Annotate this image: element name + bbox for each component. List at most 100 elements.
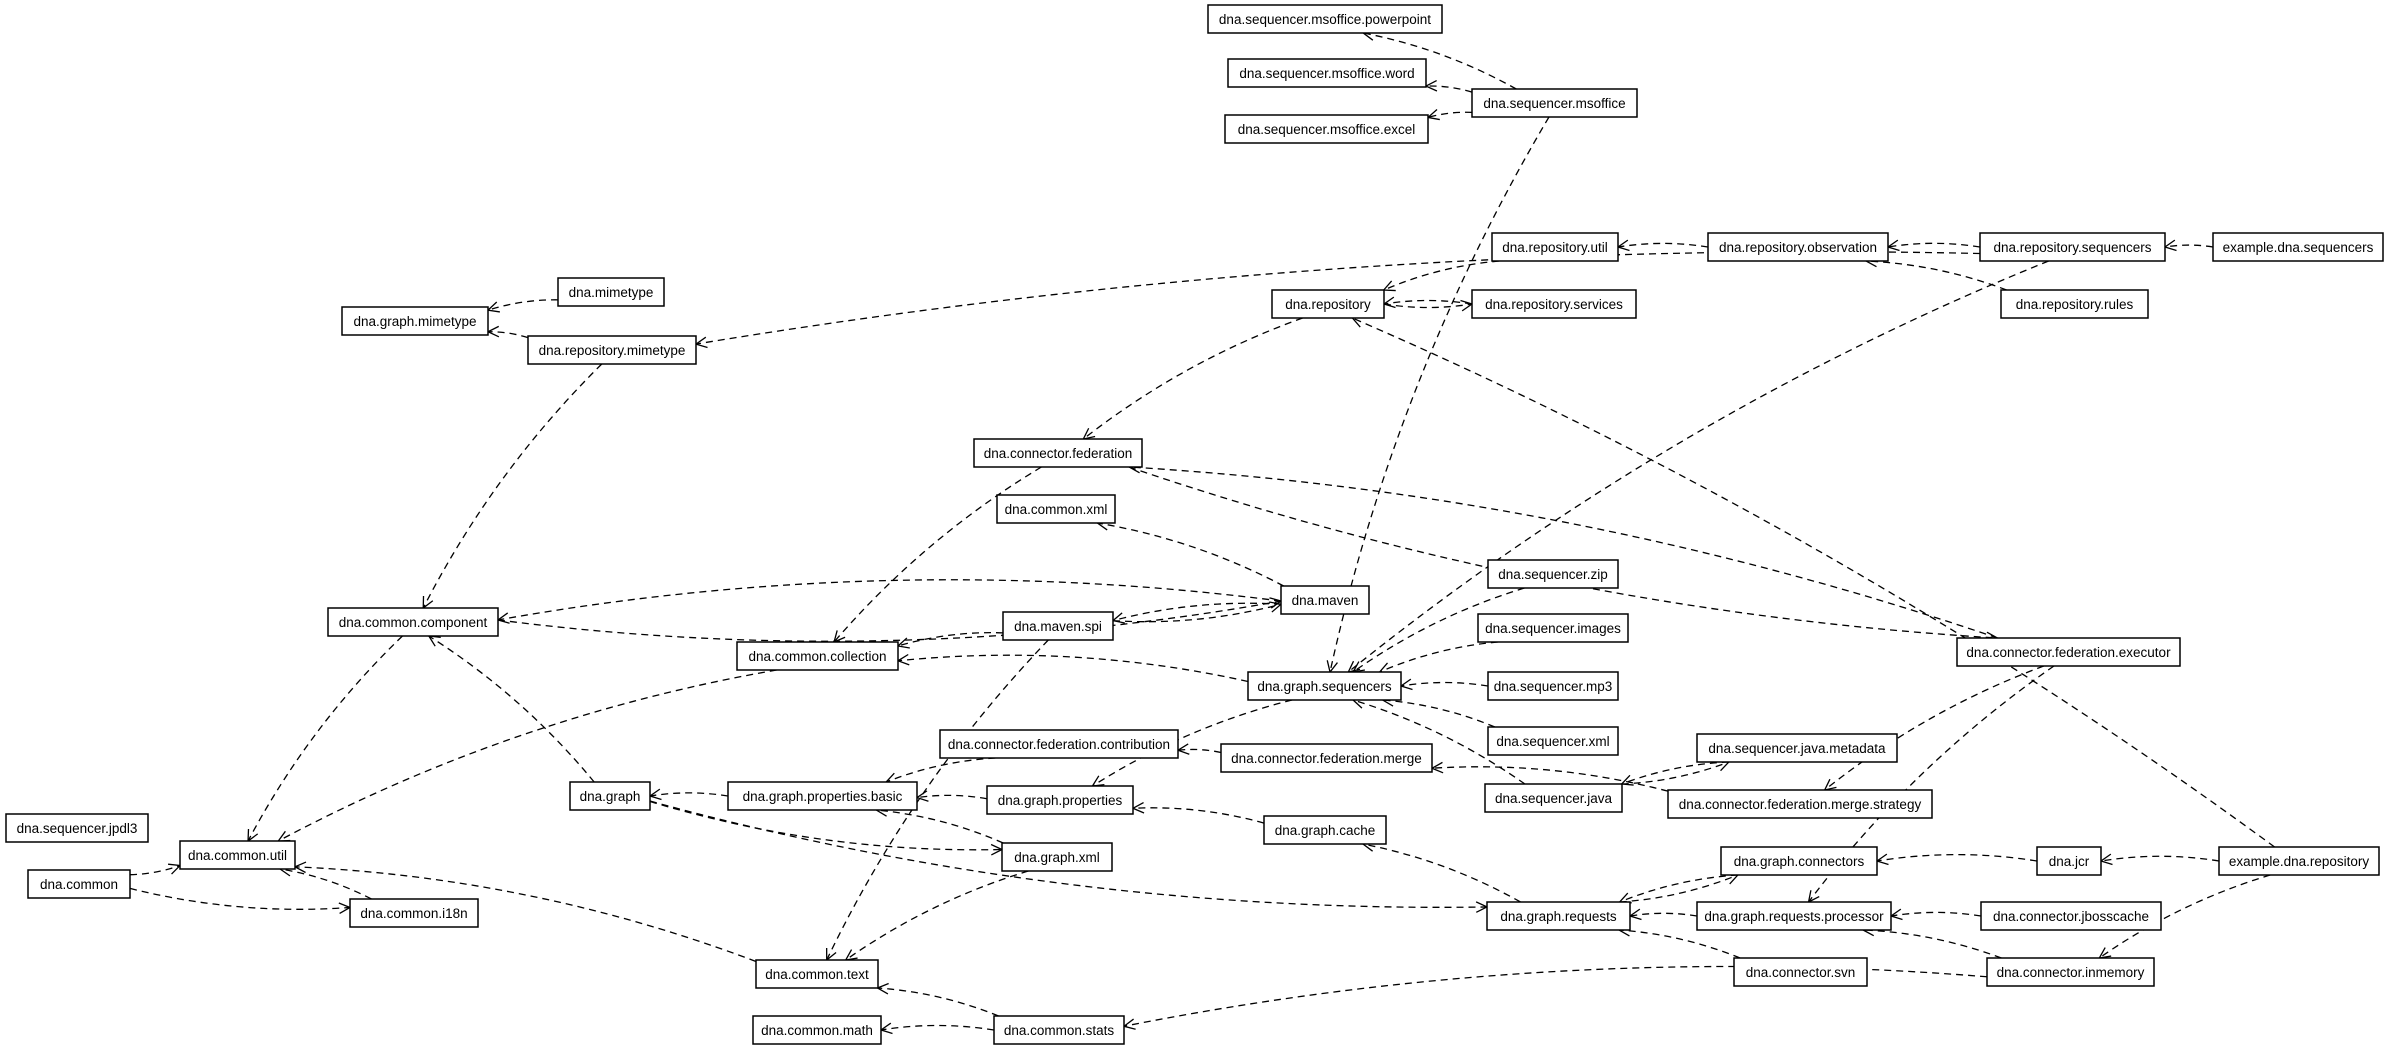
node-excel: dna.sequencer.msoffice.excel <box>1224 114 1429 144</box>
node-box <box>1491 232 1619 262</box>
node-label: dna.sequencer.mp3 <box>1494 679 1613 694</box>
node-box <box>973 438 1143 468</box>
node-label: dna.sequencer.msoffice <box>1483 96 1625 111</box>
node-label: dna.sequencer.xml <box>1496 734 1609 749</box>
edge-graph-requests-to-graph-cache <box>1362 843 1521 903</box>
node-box <box>349 898 479 928</box>
edge-props-basic-to-graph <box>649 792 729 797</box>
node-seq-java: dna.sequencer.java <box>1484 783 1623 813</box>
node-label: dna.graph.xml <box>1014 850 1100 865</box>
edge-maven-to-common-component <box>497 579 1282 621</box>
node-label: dna.sequencer.msoffice.powerpoint <box>1219 12 1431 27</box>
node-box <box>1979 232 2166 262</box>
node-label: dna.mimetype <box>569 285 654 300</box>
node-seq-java-metadata: dna.sequencer.java.metadata <box>1696 733 1898 763</box>
node-common-xml: dna.common.xml <box>996 494 1116 524</box>
node-box <box>179 840 296 870</box>
node-box <box>1002 611 1114 641</box>
node-fed-contribution: dna.connector.federation.contribution <box>939 729 1179 759</box>
arrowhead <box>844 949 858 961</box>
node-label: dna.sequencer.images <box>1485 621 1621 636</box>
node-label: dna.connector.svn <box>1746 965 1856 980</box>
arrowhead <box>1091 775 1105 787</box>
node-box <box>1487 559 1619 589</box>
arrowhead <box>1082 427 1096 440</box>
node-label: dna.graph.properties <box>998 793 1123 808</box>
edge-maven-to-maven-spi <box>1112 602 1282 622</box>
edge-common-collection-to-common-util <box>277 669 777 842</box>
node-box <box>755 959 879 989</box>
edge-msoffice-to-excel <box>1427 111 1473 119</box>
node-common-i18n: dna.common.i18n <box>349 898 479 928</box>
node-label: dna.graph.sequencers <box>1257 679 1392 694</box>
edge-fed-executor-to-merge-strategy <box>1824 665 2044 791</box>
edge-conn-federation-to-common-collection <box>833 466 1042 643</box>
node-box <box>557 277 665 307</box>
edge-graph-cache-to-graph-props <box>1132 807 1265 824</box>
node-label: dna.sequencer.java.metadata <box>1708 741 1886 756</box>
node-box <box>341 306 489 336</box>
node-label: dna.jcr <box>2049 854 2090 869</box>
node-common-util: dna.common.util <box>179 840 296 870</box>
arrowhead <box>879 1022 893 1035</box>
node-box <box>1696 733 1898 763</box>
node-label: dna.graph.requests.processor <box>1704 909 1884 924</box>
node-label: dna.sequencer.java <box>1495 791 1613 806</box>
edge-example-repository-to-jcr <box>2100 855 2220 862</box>
node-label: dna.repository.mimetype <box>539 343 686 358</box>
node-box <box>1720 846 1878 876</box>
node-props-basic: dna.graph.properties.basic <box>727 781 918 811</box>
node-box <box>527 335 697 365</box>
node-box <box>939 729 1179 759</box>
edge-example-sequencers-to-repo-sequencers <box>2164 244 2214 248</box>
node-seq-xml: dna.sequencer.xml <box>1487 726 1619 756</box>
arrowhead <box>1176 743 1190 755</box>
node-box <box>1486 901 1631 931</box>
edge-graph-requests-to-graph-connectors <box>1619 874 1739 903</box>
node-box <box>2212 232 2384 262</box>
node-box <box>1471 88 1638 118</box>
node-layer: dna.sequencer.msoffice.powerpoint dna.seq… <box>5 4 2384 1045</box>
edge-seq-mp3-to-graph-sequencers <box>1400 681 1489 687</box>
node-label: dna.connector.inmemory <box>1997 965 2145 980</box>
node-common-component: dna.common.component <box>327 607 499 637</box>
node-box <box>5 813 149 843</box>
edge-repo-rules-to-repo-observation <box>1865 260 2007 291</box>
node-box <box>1271 289 1385 319</box>
node-repo-rules: dna.repository.rules <box>2000 289 2149 319</box>
edge-seq-java-to-seq-java-metadata <box>1621 761 1730 785</box>
node-label: dna.connector.jbosscache <box>1993 909 2149 924</box>
edge-fed-executor-to-conn-federation <box>1129 466 1998 639</box>
edge-msoffice-to-graph-sequencers <box>1329 116 1550 673</box>
edge-repo-sequencers-to-repo-mimetype <box>695 251 1981 345</box>
edge-graph-to-graph-requests <box>649 800 1488 908</box>
node-box <box>1487 671 1619 701</box>
edge-repo-util-to-repository <box>1383 260 1500 291</box>
node-label: dna.graph.properties.basic <box>743 789 903 804</box>
edge-msoffice-to-powerpoint <box>1363 32 1517 90</box>
node-label: dna.common.stats <box>1004 1023 1115 1038</box>
node-graph-xml: dna.graph.xml <box>1001 842 1113 872</box>
node-box <box>1980 901 2162 931</box>
arrowhead <box>1889 908 1903 921</box>
arrowhead <box>826 947 837 962</box>
node-jbosscache: dna.connector.jbosscache <box>1980 901 2162 931</box>
node-seq-zip: dna.sequencer.zip <box>1487 559 1619 589</box>
node-box <box>1484 783 1623 813</box>
node-box <box>327 607 499 637</box>
node-powerpoint: dna.sequencer.msoffice.powerpoint <box>1207 4 1443 34</box>
node-label: dna.common.text <box>765 967 869 982</box>
edge-conn-inmemory-to-requests-processor <box>1863 929 2002 959</box>
edge-graph-to-common-component <box>428 635 595 783</box>
node-label: dna.sequencer.msoffice.word <box>1239 66 1414 81</box>
node-repository: dna.repository <box>1271 289 1385 319</box>
edge-mimetype-to-graph-mimetype <box>487 299 559 311</box>
node-label: dna.common.i18n <box>360 906 467 921</box>
node-box <box>993 1015 1125 1045</box>
node-seq-mp3: dna.sequencer.mp3 <box>1487 671 1619 701</box>
node-repo-observation: dna.repository.observation <box>1707 232 1889 262</box>
node-common-stats: dna.common.stats <box>993 1015 1125 1045</box>
node-label: dna.graph.connectors <box>1734 854 1865 869</box>
node-label: dna.connector.federation.merge.strategy <box>1679 797 1922 812</box>
node-label: dna.repository.util <box>1502 240 1608 255</box>
